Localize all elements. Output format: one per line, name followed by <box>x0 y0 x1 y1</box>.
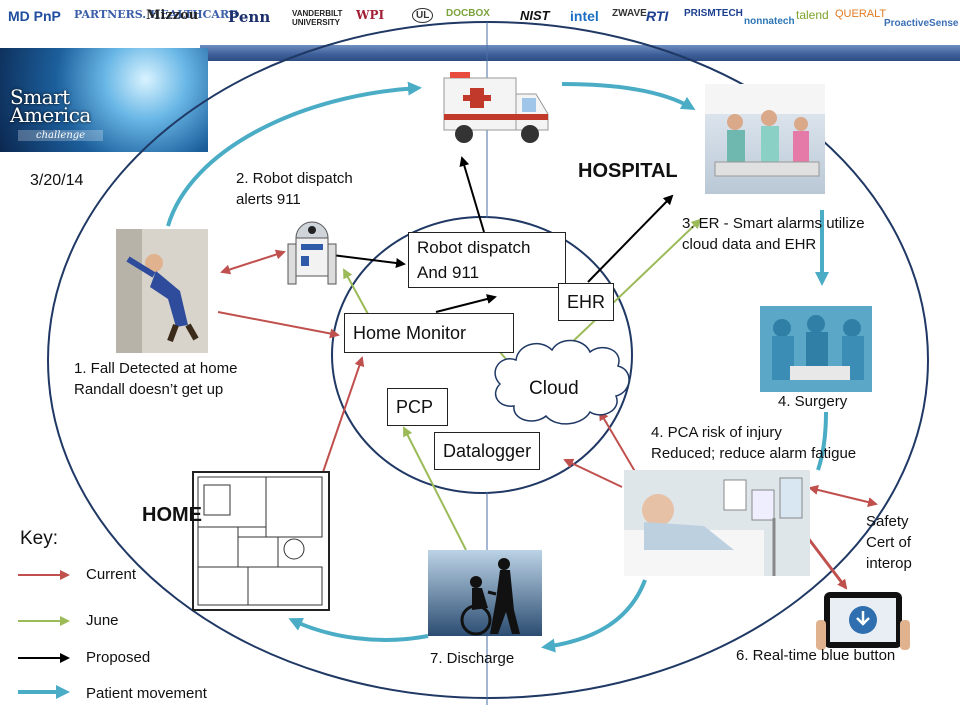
proposed-robot-dispatch <box>322 250 406 268</box>
tablet-blue-button-image <box>816 590 910 652</box>
current-recovery-safety <box>808 485 878 507</box>
logo-docbox: DOCBOX <box>446 8 490 19</box>
home-floorplan-image <box>192 471 330 611</box>
pca-step-line1: 4. PCA risk of injury <box>651 424 782 441</box>
current-recovery-datalogger <box>563 458 623 488</box>
current-recovery-bluebutton <box>806 537 848 590</box>
key-movement-label: Patient movement <box>86 685 207 702</box>
robot-step-line2: alerts 911 <box>236 191 301 208</box>
discharge-wheelchair-image <box>428 550 542 636</box>
datalogger-box: Datalogger <box>434 432 541 470</box>
current-recovery-cloud <box>598 410 641 481</box>
fall-step-label: 1. Fall Detected at home Randall doesn’t… <box>74 358 237 400</box>
robot-dispatch-line1: Robot dispatch <box>417 238 531 257</box>
current-fall-robot <box>220 249 286 275</box>
date-label: 3/20/14 <box>30 172 84 189</box>
cloud-shape <box>494 339 630 425</box>
robot-dispatch-line2: And 911 <box>417 263 480 282</box>
er-step-line2: cloud data and EHR <box>682 236 817 253</box>
logo-intel: intel <box>570 8 599 24</box>
er-step-label: 3. ER - Smart alarms utilize cloud data … <box>682 213 865 255</box>
fall-step-line2: Randall doesn’t get up <box>74 381 224 398</box>
movement-home-to-ambulance <box>166 81 422 227</box>
bluebutton-step-label: 6. Real-time blue button <box>736 647 896 664</box>
logo-talend: talend <box>796 8 829 22</box>
home-monitor-box: Home Monitor <box>344 313 514 353</box>
logo-wpi: WPI <box>356 8 385 22</box>
outer-ellipse <box>47 21 929 699</box>
robot-dispatch-box: Robot dispatch And 911 <box>408 232 566 288</box>
robot-step-line1: 2. Robot dispatch <box>236 170 353 187</box>
pca-step-line2: Reduced; reduce alarm fatigue <box>651 445 857 462</box>
proposed-ehr-hospital <box>587 194 674 283</box>
hospital-er-image <box>705 84 825 194</box>
logo-mdpnp: MD PnP <box>8 8 61 24</box>
safety-label: Safety Cert of interop <box>866 511 912 574</box>
header-stripe <box>200 45 960 61</box>
logo-mizzou: Mizzou <box>146 8 199 23</box>
hospital-heading: HOSPITAL <box>578 160 678 182</box>
safety-line3: interop <box>866 555 912 572</box>
proposed-homemonitor-dispatch <box>435 294 497 313</box>
safety-line2: Cert of <box>866 534 912 551</box>
banner-subtitle: challenge <box>18 130 104 141</box>
key-current-label: Current <box>86 566 137 583</box>
movement-ambulance-to-hospital <box>561 82 696 111</box>
movement-recovery-to-discharge <box>541 579 647 653</box>
current-home-homemonitor <box>321 356 365 476</box>
movement-surgery-to-recovery <box>816 411 828 471</box>
inner-ellipse <box>331 216 633 494</box>
robot-step-label: 2. Robot dispatch alerts 911 <box>236 168 353 210</box>
pcp-box: PCP <box>387 388 448 426</box>
logo-proactivesense: ProactiveSense <box>884 18 959 29</box>
current-fall-homemonitor <box>217 311 340 339</box>
discharge-step-label: 7. Discharge <box>430 650 515 667</box>
logo-prismtech: PRISMTECH <box>684 8 743 19</box>
logo-queralt: QUERALT <box>835 8 887 20</box>
pca-step-label: 4. PCA risk of injury Reduced; reduce al… <box>651 422 856 464</box>
partner-logo-bar: MD PnP PARTNERS. HEALTHCARE Mizzou Penn … <box>0 0 960 38</box>
hospital-bed-patient-image <box>624 470 810 576</box>
logo-nist: NIST <box>520 8 550 23</box>
surgery-step-label: 4. Surgery <box>778 393 848 410</box>
smart-america-banner: Smart America challenge <box>0 48 208 152</box>
logo-rti: RTI <box>646 8 669 24</box>
logo-vanderbilt: VANDERBILT UNIVERSITY <box>292 9 343 27</box>
logo-penn: Penn <box>228 8 271 26</box>
key-proposed-label: Proposed <box>86 649 151 666</box>
june-discharge-pcp <box>403 426 467 551</box>
ehr-box: EHR <box>558 283 615 321</box>
proposed-dispatch-ambulance <box>459 156 485 233</box>
logo-nonnatech: nonnatech <box>744 16 795 27</box>
logo-zwave: ZWAVE <box>612 8 647 19</box>
surgery-image <box>760 306 872 392</box>
key-june-label: June <box>86 612 119 629</box>
logo-partners: PARTNERS. HEALTHCARE <box>74 8 238 21</box>
movement-discharge-to-home <box>288 617 429 642</box>
key-title: Key: <box>20 528 59 549</box>
banner-title: Smart America <box>10 85 91 127</box>
robot-image <box>286 216 338 292</box>
er-step-line1: 3. ER - Smart alarms utilize <box>682 215 865 232</box>
cloud-label: Cloud <box>529 378 579 399</box>
safety-line1: Safety <box>866 513 909 530</box>
home-heading: HOME <box>142 504 202 526</box>
june-homemonitor-robot <box>343 268 369 315</box>
fall-step-line1: 1. Fall Detected at home <box>74 360 238 377</box>
logo-ul: UL <box>412 8 434 23</box>
fallen-person-image <box>116 229 208 353</box>
ambulance-image <box>440 66 552 152</box>
